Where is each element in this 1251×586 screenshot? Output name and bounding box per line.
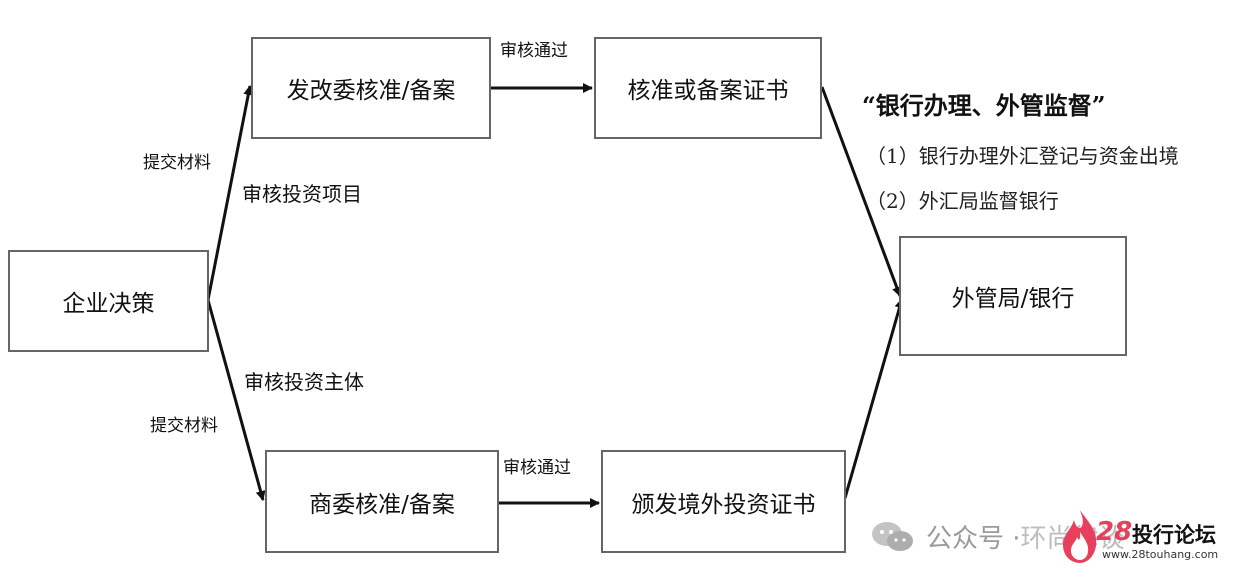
arrow-enterprise-to-mofcom (206, 299, 266, 501)
wechat-icon (872, 521, 913, 551)
node-safe-bank: 外管局/银行 (899, 236, 1127, 356)
note-line-2: （2）外汇局监督银行 (866, 189, 1059, 213)
arrow-overseas-to-safe (843, 298, 905, 499)
arrow-cert-to-safe (820, 86, 902, 297)
node-ndrc-approval: 发改委核准/备案 (251, 37, 491, 139)
label-review-entity: 审核投资主体 (244, 370, 364, 394)
label-review-passed-bottom: 审核通过 (503, 458, 571, 478)
node-mofcom-approval: 商委核准/备案 (265, 450, 499, 553)
wechat-label: 公众号 · (926, 524, 1021, 554)
label-review-passed-top: 审核通过 (500, 41, 568, 61)
node-overseas-investment-certificate: 颁发境外投资证书 (601, 450, 846, 553)
logo-number: 28 (1096, 517, 1133, 547)
node-approval-certificate: 核准或备案证书 (594, 37, 822, 139)
logo-url: www.28touhang.com (1102, 548, 1219, 561)
logo-text: 投行论坛 (1132, 523, 1216, 547)
label-submit-materials-bottom: 提交材料 (150, 416, 218, 436)
note-line-1: （1）银行办理外汇登记与资金出境 (866, 144, 1179, 168)
label-submit-materials-top: 提交材料 (143, 153, 211, 173)
label-review-project: 审核投资项目 (242, 182, 362, 206)
arrow-enterprise-to-ndrc (206, 85, 254, 301)
note-title: “银行办理、外管监督” (862, 91, 1106, 120)
flame-logo-icon (1063, 510, 1097, 563)
node-enterprise-decision: 企业决策 (8, 250, 209, 352)
site-logo: 28 投行论坛 www.28touhang.com (1058, 508, 1236, 564)
